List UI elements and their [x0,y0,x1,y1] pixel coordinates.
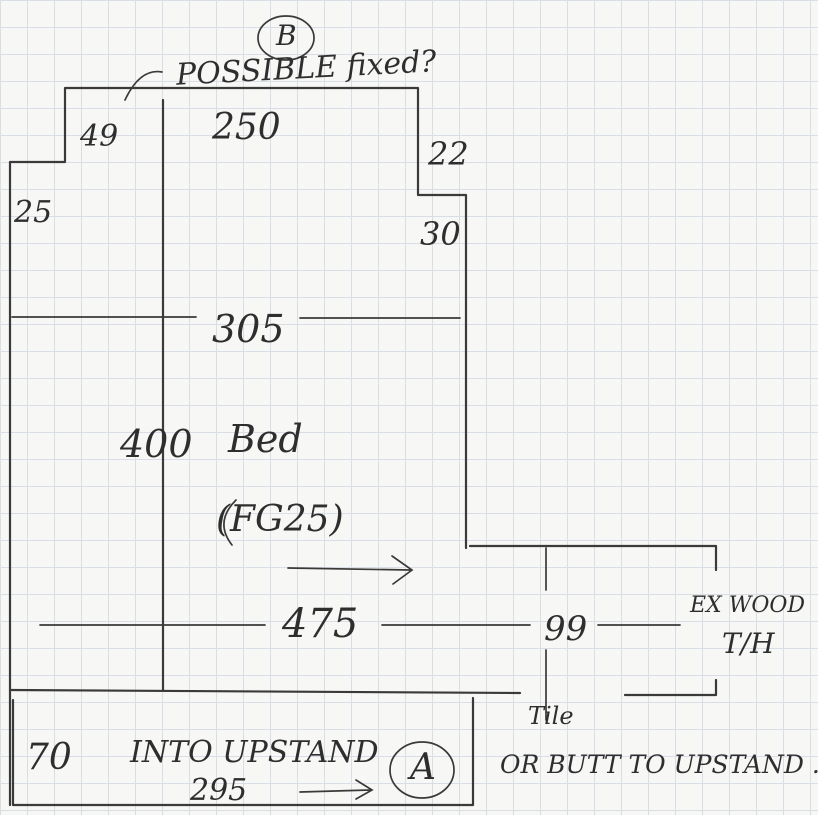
dimension-70: 70 [26,737,72,778]
th-label: T/H [722,627,775,660]
dimension-49: 49 [80,119,119,154]
butt-upstand-note: OR BUTT TO UPSTAND . [500,750,818,779]
arrow-right-lower [299,779,374,800]
leader-mark [124,70,163,101]
dimension-250: 250 [212,107,281,148]
hall-box-right [623,678,718,697]
dimension-400: 400 [120,422,193,466]
dimension-22: 22 [428,135,469,173]
dimension-25: 25 [14,195,53,230]
hall-box-outline [468,544,718,572]
dimension-99: 99 [544,609,588,649]
room-outline [8,86,468,807]
arrow-right-upper [287,555,414,585]
dimension-475: 475 [282,601,359,647]
threshold-line [8,688,522,695]
dimension-30: 30 [420,215,461,253]
circle-marker-b [257,15,315,61]
fg-bracket [223,499,237,546]
ex-wood-label: EX WOOD [690,593,806,618]
tile-note: Tile [528,702,574,730]
dimension-295: 295 [190,773,248,808]
marker-b: B [276,19,297,52]
bed-label: Bed [228,417,303,461]
upstand-box [11,696,475,807]
marker-a: A [410,747,436,788]
dimension-305: 305 [212,307,285,351]
circle-marker-a [389,741,455,799]
into-upstand-note: INTO UPSTAND [130,735,379,770]
fg25-label: (FG25) [216,499,344,540]
